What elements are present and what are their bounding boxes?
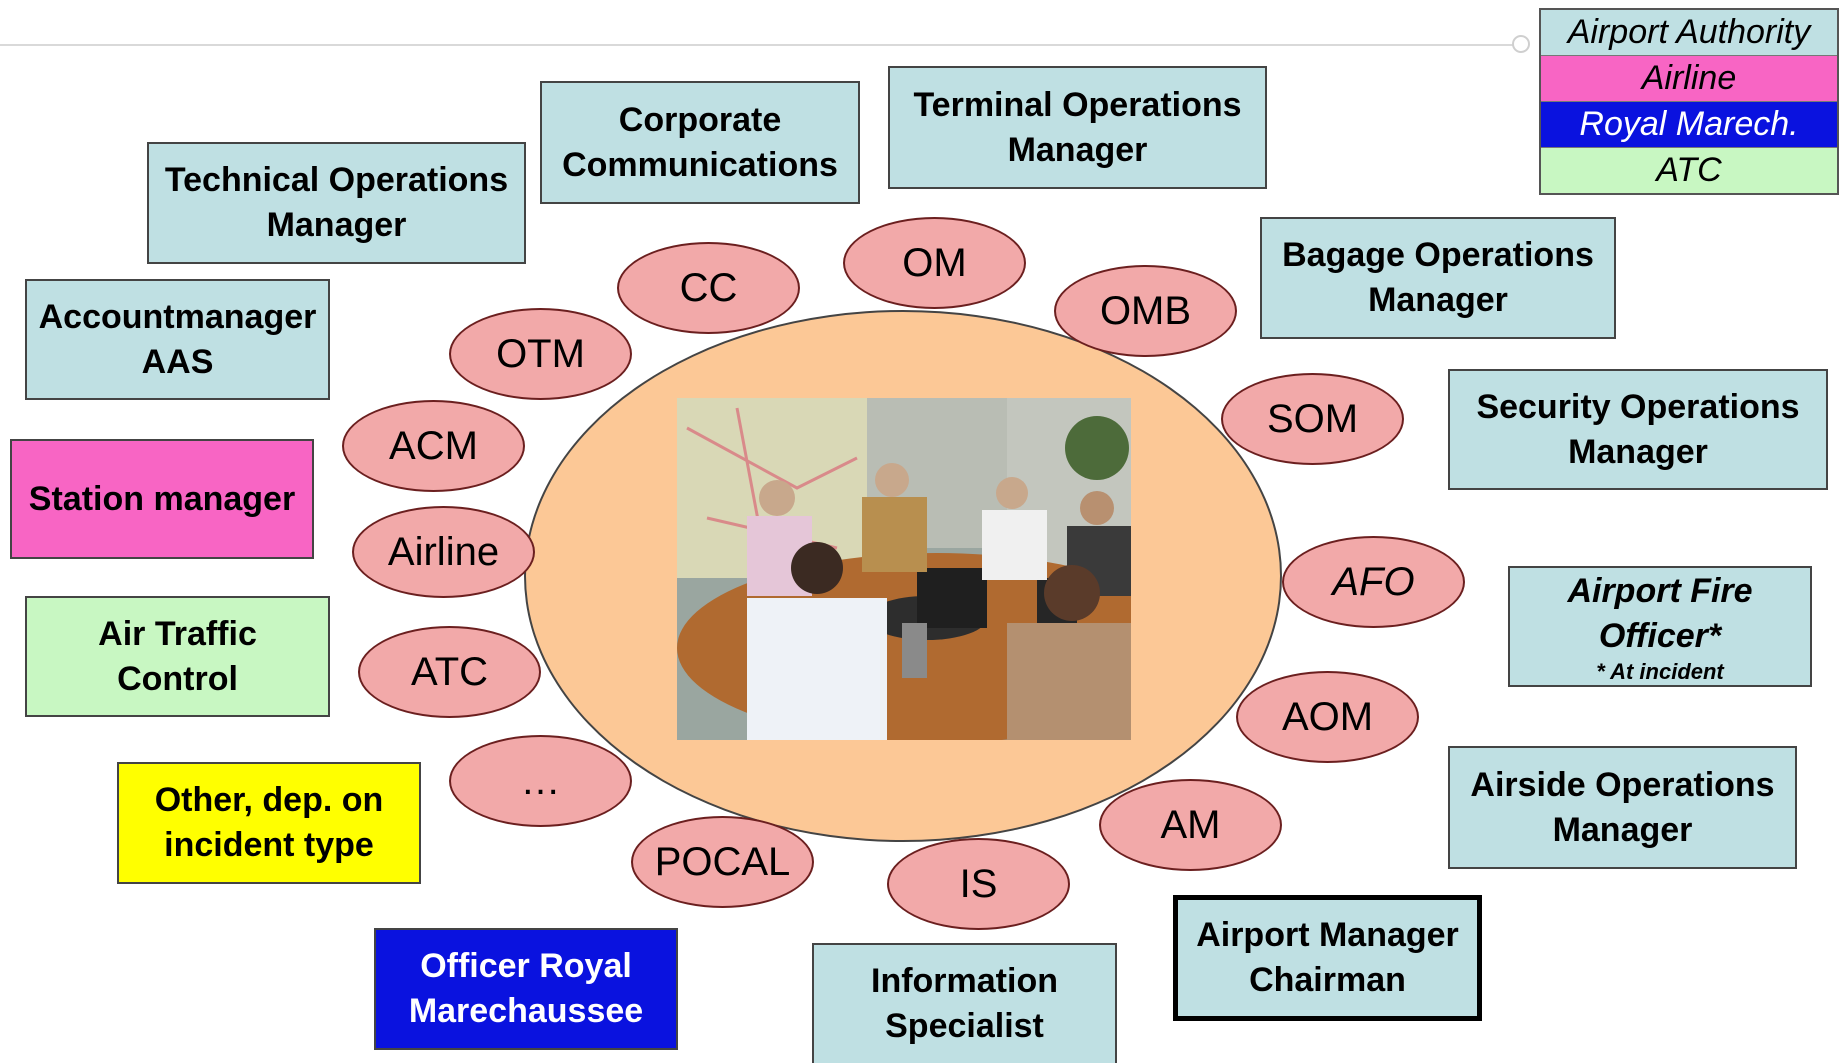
station-manager-box: Station manager xyxy=(10,439,314,559)
role-airline: Airline xyxy=(352,506,535,598)
role-omb: OMB xyxy=(1054,265,1237,357)
box-line: Manager xyxy=(1568,432,1708,471)
airside-operations-manager-box: Airside Operations Manager xyxy=(1448,746,1797,869)
meeting-photo xyxy=(677,398,1131,740)
role-afo: AFO xyxy=(1282,536,1465,628)
box-line: Manager xyxy=(1007,130,1148,169)
box-footnote: * At incident xyxy=(1596,658,1724,684)
accountmanager-aas-box: Accountmanager AAS xyxy=(25,279,330,400)
box-line: Technical Operations xyxy=(164,161,509,199)
box-line: incident type xyxy=(164,826,374,864)
box-line: Accountmanager xyxy=(38,297,317,336)
box-line: Airport Manager xyxy=(1196,916,1459,954)
box-line: Specialist xyxy=(885,1007,1044,1045)
role-som: SOM xyxy=(1221,373,1404,465)
officer-royal-marechaussee-box: Officer Royal Marechaussee xyxy=(374,928,678,1050)
box-line: Airport Fire xyxy=(1567,571,1753,610)
legend-atc: ATC xyxy=(1541,148,1837,193)
box-line: Marechaussee xyxy=(408,992,644,1030)
box-line: Airside Operations xyxy=(1470,765,1775,804)
other-incident-type-box: Other, dep. on incident type xyxy=(117,762,421,884)
color-legend: Airport Authority Airline Royal Marech. … xyxy=(1539,8,1839,195)
box-line: Communications xyxy=(562,145,838,184)
role-om: OM xyxy=(843,217,1026,309)
header-divider-line xyxy=(0,44,1525,46)
box-line: Station manager xyxy=(28,479,296,518)
airport-manager-chairman-box: Airport Manager Chairman xyxy=(1173,895,1482,1021)
box-line: Manager xyxy=(1552,810,1693,849)
role-pocal: POCAL xyxy=(631,816,814,908)
terminal-operations-manager-box: Terminal Operations Manager xyxy=(888,66,1267,189)
legend-airport-authority: Airport Authority xyxy=(1541,10,1837,56)
legend-airline: Airline xyxy=(1541,56,1837,102)
information-specialist-box: Information Specialist xyxy=(812,943,1117,1063)
box-line: Manager xyxy=(266,206,407,244)
legend-royal-marech: Royal Marech. xyxy=(1541,102,1837,148)
box-line: Terminal Operations xyxy=(913,85,1242,124)
role-am: AM xyxy=(1099,779,1282,871)
role-cc: CC xyxy=(617,242,800,334)
role-is: IS xyxy=(887,838,1070,930)
box-line: Officer* xyxy=(1598,616,1722,655)
security-operations-manager-box: Security Operations Manager xyxy=(1448,369,1828,490)
airport-fire-officer-box: Airport Fire Officer* * At incident xyxy=(1508,566,1812,687)
air-traffic-control-box: Air Traffic Control xyxy=(25,596,330,717)
role-atc: ATC xyxy=(358,626,541,718)
box-line: Control xyxy=(117,659,238,698)
bagage-operations-manager-box: Bagage Operations Manager xyxy=(1260,217,1616,339)
box-line: Manager xyxy=(1368,281,1508,319)
role-more: … xyxy=(449,735,632,827)
role-aom: AOM xyxy=(1236,671,1419,763)
corporate-communications-box: Corporate Communications xyxy=(540,81,860,204)
box-line: Chairman xyxy=(1249,961,1406,999)
box-line: Air Traffic xyxy=(98,614,257,653)
box-line: Information xyxy=(871,962,1058,1000)
header-divider-knob xyxy=(1512,35,1530,53)
box-line: Officer Royal xyxy=(420,947,632,985)
box-line: AAS xyxy=(141,342,214,381)
role-otm: OTM xyxy=(449,308,632,400)
technical-operations-manager-box: Technical Operations Manager xyxy=(147,142,526,264)
box-line: Other, dep. on xyxy=(154,781,384,819)
box-line: Bagage Operations xyxy=(1282,236,1594,274)
box-line: Corporate xyxy=(618,100,782,139)
box-line: Security Operations xyxy=(1476,387,1800,426)
role-acm: ACM xyxy=(342,400,525,492)
